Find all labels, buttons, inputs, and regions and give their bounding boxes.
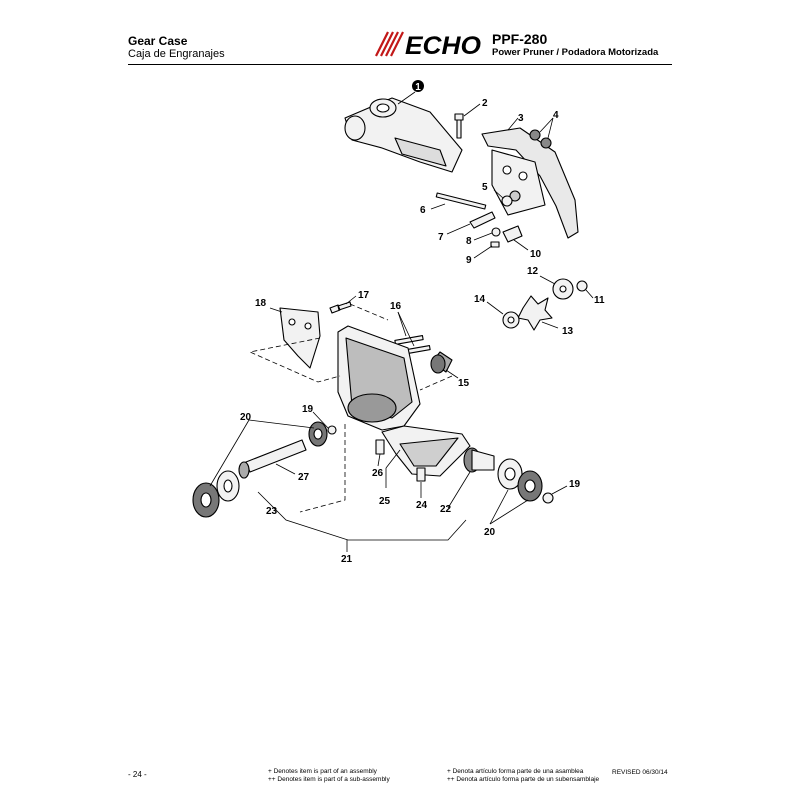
callout-17: 17 <box>358 290 370 301</box>
page-subtitle: Caja de Engranajes <box>128 48 225 60</box>
part-bearings-20-right <box>497 458 543 502</box>
part-screw-9 <box>490 241 500 248</box>
callout-18: 18 <box>255 298 267 309</box>
alignment-lines <box>248 303 453 513</box>
part-seal-19-left <box>327 425 337 435</box>
part-bearings-20-left <box>192 421 328 518</box>
page-number: - 24 - <box>128 770 147 779</box>
part-upper-housing <box>344 97 463 173</box>
echo-logo: ECHO <box>375 31 482 57</box>
callout-22: 22 <box>440 504 452 515</box>
brand-wordmark: ECHO <box>405 32 482 57</box>
part-washer-14 <box>502 311 520 329</box>
header-rule <box>128 64 672 65</box>
part-washer-12 <box>552 278 574 300</box>
part-washer-8 <box>491 227 501 237</box>
callout-25: 25 <box>379 496 391 507</box>
part-bolt-24 <box>416 467 426 482</box>
callout-9: 9 <box>466 255 472 266</box>
part-bolt-17 <box>329 301 352 314</box>
callout-20-left: 20 <box>240 412 252 423</box>
callout-21: 21 <box>341 554 353 565</box>
part-shaft-7 <box>469 211 496 229</box>
product-name: Power Pruner / Podadora Motorizada <box>492 47 659 58</box>
callout-7: 7 <box>438 232 444 243</box>
part-shaft-27 <box>238 439 307 479</box>
callout-20-right: 20 <box>484 527 496 538</box>
callout-24: 24 <box>416 500 428 511</box>
part-gear-case-body <box>337 325 471 477</box>
callout-1: 1 <box>415 82 421 93</box>
callout-10: 10 <box>530 249 542 260</box>
callout-27: 27 <box>298 472 310 483</box>
header-left: Gear Case Caja de Engranajes <box>128 34 225 61</box>
callout-16: 16 <box>390 301 402 312</box>
part-ring-11 <box>576 280 588 292</box>
page-title: Gear Case <box>128 34 188 48</box>
part-pin-6 <box>435 192 487 210</box>
callout-26: 26 <box>372 468 384 479</box>
callout-19-right: 19 <box>569 479 581 490</box>
callout-labels: 1 2 3 4 5 6 7 8 9 10 11 12 13 14 15 16 1… <box>240 80 605 565</box>
footer-notes-spanish: + Denota artículo forma parte de una asa… <box>447 768 599 784</box>
part-gear-22 <box>463 447 495 473</box>
callout-3: 3 <box>518 113 524 124</box>
part-bolt-2 <box>454 113 464 139</box>
callout-4: 4 <box>553 110 559 121</box>
callout-5: 5 <box>482 182 488 193</box>
callout-23: 23 <box>266 506 278 517</box>
footer-note-subassembly-es: ++ Denota artículo forma parte de un sub… <box>447 776 600 783</box>
callout-15: 15 <box>458 378 470 389</box>
callout-6: 6 <box>420 205 426 216</box>
leader-lines <box>209 91 594 552</box>
header-right: PPF-280 Power Pruner / Podadora Motoriza… <box>492 32 658 59</box>
footer-note-assembly-en: + Denotes item is part of an assembly <box>268 768 377 775</box>
part-cam-13 <box>517 295 553 331</box>
callout-14: 14 <box>474 294 486 305</box>
part-nuts-4 <box>529 129 552 149</box>
footer-note-subassembly-en: ++ Denotes item is part of a sub-assembl… <box>268 776 390 783</box>
model-number: PPF-280 <box>492 31 548 47</box>
callout-19-left: 19 <box>302 404 314 415</box>
footer-note-assembly-es: + Denota artículo forma parte de una asa… <box>447 768 584 775</box>
callout-13: 13 <box>562 326 574 337</box>
part-seal-19-right <box>542 492 554 504</box>
callout-8: 8 <box>466 236 472 247</box>
part-cover-plate <box>481 127 579 239</box>
part-bracket-18 <box>279 307 321 369</box>
revision-date: REVISED 06/30/14 <box>612 769 668 776</box>
callout-badge-1 <box>412 80 424 92</box>
footer-notes-english: + Denotes item is part of an assembly ++… <box>268 768 390 784</box>
callout-12: 12 <box>527 266 539 277</box>
callout-11: 11 <box>594 295 605 306</box>
part-collar-5 <box>501 195 513 207</box>
part-clamp-10 <box>502 225 523 243</box>
part-bushing-15 <box>430 351 453 374</box>
part-bolt-26 <box>375 439 385 455</box>
callout-2: 2 <box>482 98 488 109</box>
